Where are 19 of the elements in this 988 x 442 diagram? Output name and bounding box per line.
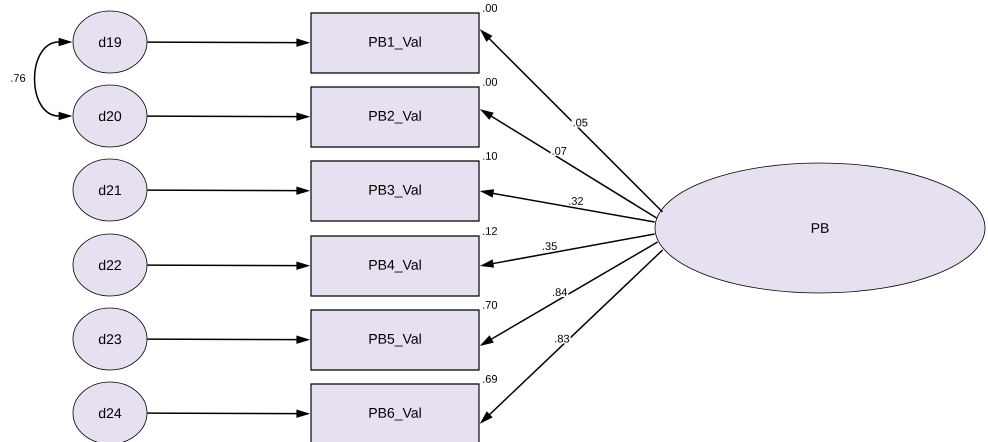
observed-box: PB2_Val: [310, 86, 480, 148]
value-label: .69: [483, 375, 497, 383]
observed-box: PB5_Val: [310, 309, 480, 371]
edge-label: .84: [553, 288, 568, 296]
edge-label: .35: [542, 242, 557, 250]
observed-box: PB4_Val: [310, 235, 480, 297]
value-label: .00: [483, 4, 498, 12]
value-label: .12: [483, 227, 497, 235]
edge-label: .76: [11, 74, 26, 82]
edge-label: .07: [552, 147, 566, 155]
edge-label: .32: [569, 197, 583, 205]
value-label: .70: [483, 301, 498, 309]
observed-box: PB6_Val: [310, 383, 480, 442]
value-label: .10: [483, 152, 498, 160]
value-label: .00: [483, 78, 498, 86]
edge-label: .83: [555, 334, 570, 342]
edge-label: .05: [574, 118, 588, 126]
observed-box: PB1_Val: [310, 12, 480, 74]
observed-box: PB3_Val: [310, 160, 480, 222]
